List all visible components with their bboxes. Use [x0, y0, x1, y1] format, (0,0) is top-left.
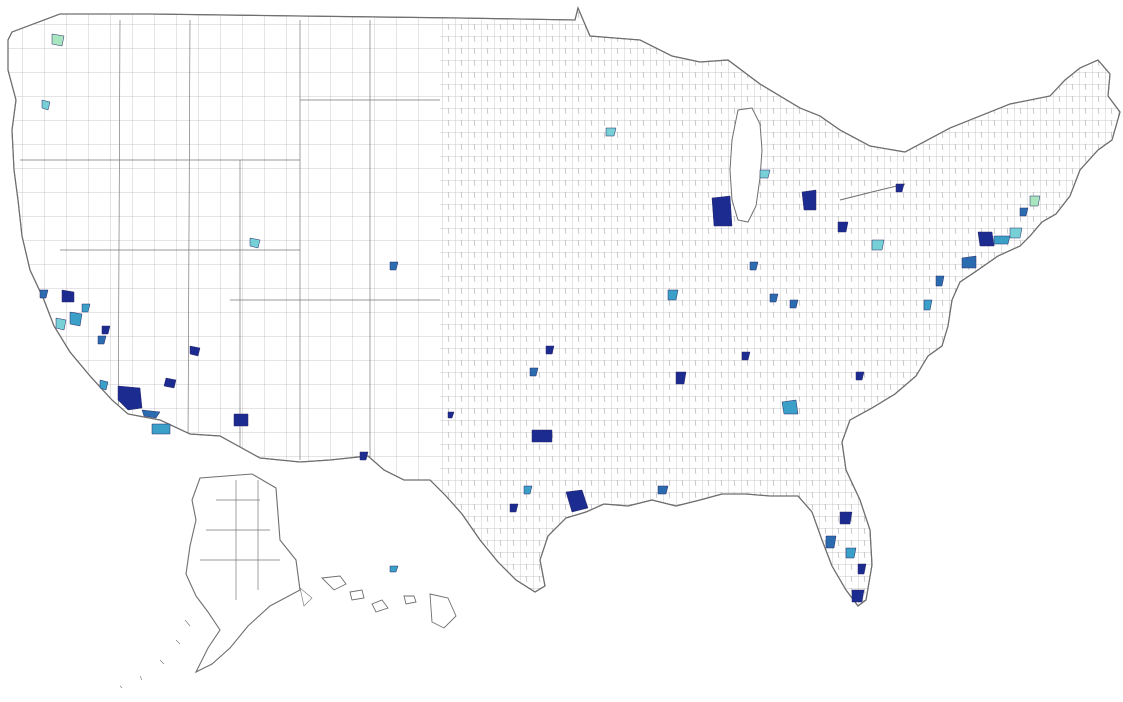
county-dark — [1019, 207, 1029, 217]
county-medium — [993, 235, 1011, 245]
county-darkest — [61, 289, 75, 303]
highlighted-counties — [39, 33, 1041, 603]
county-light — [249, 237, 261, 249]
county-darkest — [857, 563, 867, 575]
county-darkest — [117, 385, 143, 411]
county-darkest — [851, 589, 865, 603]
county-darkest — [977, 231, 995, 247]
county-dark — [825, 535, 837, 549]
county-darkest — [855, 371, 865, 381]
hawaii — [321, 575, 457, 629]
county-medium — [781, 399, 799, 415]
county-darkest — [895, 183, 905, 193]
county-darkest — [741, 351, 751, 361]
county-lightest — [1029, 195, 1041, 207]
alaska — [119, 473, 313, 689]
county-darkest — [839, 511, 853, 525]
county-darkest — [837, 221, 849, 233]
county-dark — [657, 485, 669, 495]
county-light — [55, 317, 67, 331]
county-darkest — [189, 345, 201, 357]
county-darkest — [509, 503, 519, 513]
county-dark — [769, 293, 779, 303]
county-dark — [97, 335, 107, 345]
county-darkest — [545, 345, 555, 355]
county-dark — [789, 299, 799, 309]
county-light — [1009, 227, 1023, 239]
county-light — [41, 99, 51, 111]
county-darkest — [447, 411, 455, 419]
county-darkest — [675, 371, 687, 385]
county-darkest — [531, 429, 553, 443]
lake-michigan — [729, 107, 763, 223]
county-dark — [749, 261, 759, 271]
county-medium — [99, 379, 109, 391]
county-medium — [523, 485, 533, 495]
county-darkest — [101, 325, 111, 335]
county-medium — [923, 299, 933, 311]
county-darkest — [801, 189, 817, 211]
county-lightest — [51, 33, 65, 47]
county-medium — [667, 289, 679, 301]
county-medium — [845, 547, 857, 559]
county-light — [759, 169, 771, 179]
county-darkest — [565, 489, 589, 513]
county-dark — [935, 275, 945, 287]
county-dark — [529, 367, 539, 377]
county-darkest — [711, 195, 733, 227]
county-light — [871, 239, 885, 251]
county-darkest — [233, 413, 249, 427]
county-darkest — [359, 451, 369, 461]
county-light — [605, 127, 617, 137]
county-dark — [141, 409, 161, 419]
county-dark — [389, 261, 399, 271]
county-medium — [81, 303, 91, 313]
county-medium — [69, 311, 83, 327]
county-darkest — [163, 377, 177, 389]
county-dark — [961, 255, 977, 269]
county-medium — [389, 565, 399, 573]
county-dark — [39, 289, 49, 299]
county-medium — [151, 423, 171, 435]
